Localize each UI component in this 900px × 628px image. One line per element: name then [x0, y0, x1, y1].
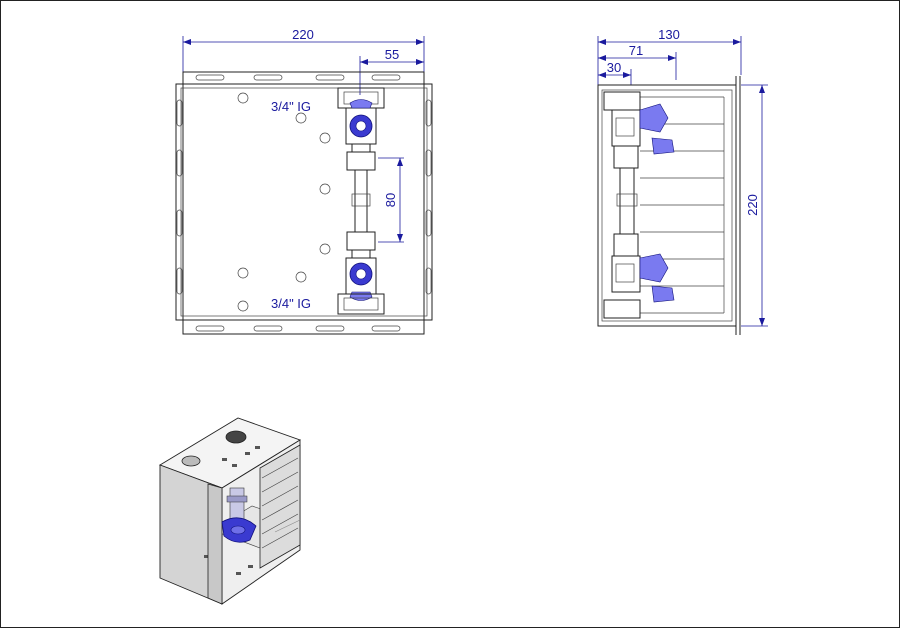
front-view: 220 55	[175, 27, 433, 335]
isometric-view	[158, 417, 302, 605]
valve-spacing-dimension: 80	[383, 193, 398, 207]
front-offset-dimension: 55	[385, 47, 399, 62]
side-height-dimension: 220	[745, 194, 760, 216]
top-thread-label: 3/4" IG	[271, 99, 311, 114]
side-mid-dimension: 71	[629, 43, 643, 58]
side-view: 130 71 30 220	[597, 27, 768, 335]
side-inner-dimension: 30	[607, 60, 621, 75]
front-width-dimension: 220	[292, 27, 314, 42]
side-depth-dimension: 130	[658, 27, 680, 42]
bottom-thread-label: 3/4" IG	[271, 296, 311, 311]
